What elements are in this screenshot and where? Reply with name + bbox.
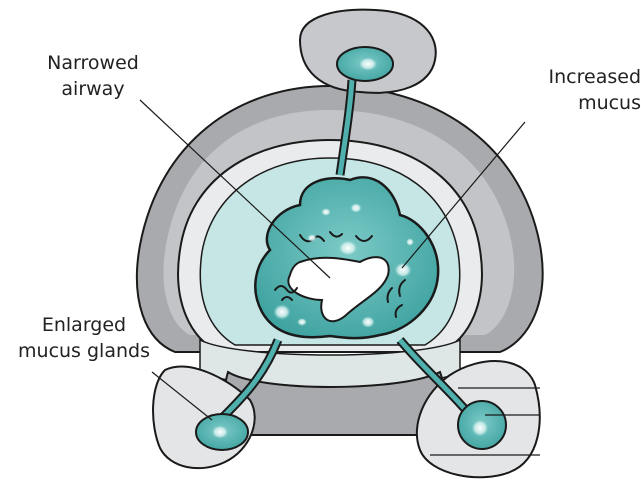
gland-highlight (358, 57, 378, 71)
gland-highlight (211, 425, 229, 439)
label-increased-mucus: Increased mucus (527, 64, 641, 116)
label-line: mucus (527, 90, 641, 116)
label-line: Enlarged (0, 312, 168, 338)
label-line: Narrowed (18, 50, 168, 76)
label-line: airway (18, 76, 168, 102)
label-line: Increased (527, 64, 641, 90)
label-narrowed-airway: Narrowed airway (18, 50, 168, 102)
gland-highlight (471, 419, 489, 437)
label-line: mucus glands (0, 338, 168, 364)
label-enlarged-mucus-glands: Enlarged mucus glands (0, 312, 168, 364)
